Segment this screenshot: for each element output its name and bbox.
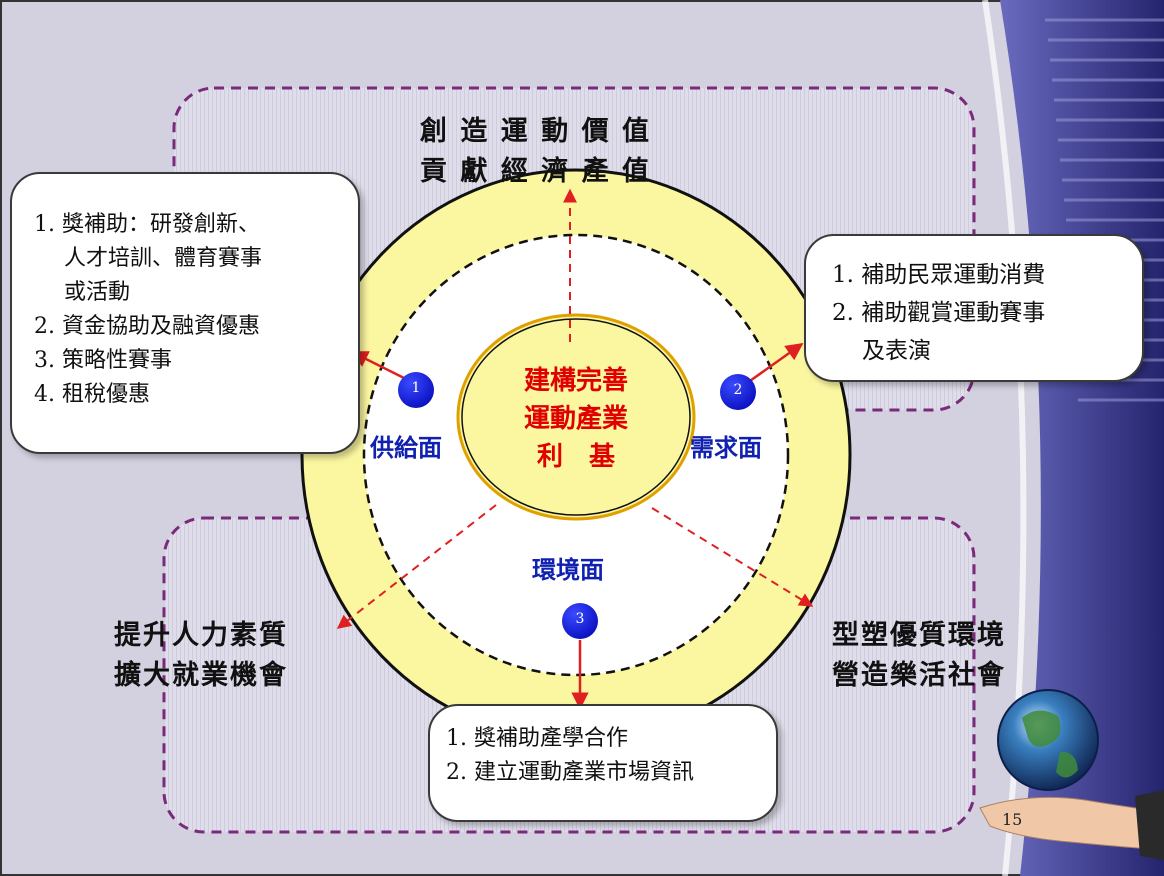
left-heading: 提升人力素質 擴大就業機會 bbox=[114, 616, 288, 696]
supply-item-1: 1. 獎補助：研發創新、 bbox=[34, 212, 260, 237]
supply-item-1-cont-2: 或活動 bbox=[64, 280, 131, 305]
decorative-band bbox=[982, 0, 1164, 876]
arrow-lower-right-dashed bbox=[651, 507, 814, 607]
environment-facet-label: 環境面 bbox=[532, 555, 604, 584]
center-title-line-2: 運動產業 bbox=[523, 404, 628, 434]
marker-1-number: 1 bbox=[411, 380, 421, 396]
arrow-supply bbox=[350, 350, 413, 384]
marker-2-number: 2 bbox=[733, 382, 743, 398]
demand-item-1: 1. 補助民眾運動消費 bbox=[832, 262, 1046, 288]
center-title-line-1: 建構完善 bbox=[523, 366, 628, 396]
right-heading-line-1: 型塑優質環境 bbox=[832, 620, 1006, 651]
right-heading-line-2: 營造樂活社會 bbox=[832, 660, 1006, 691]
demand-item-2: 2. 補助觀賞運動賽事 bbox=[832, 300, 1046, 326]
center-circle-inner-border bbox=[461, 318, 691, 516]
top-heading-line-2: 貢 獻 經 濟 產 值 bbox=[420, 156, 651, 187]
center-circle bbox=[456, 313, 696, 521]
supply-item-4: 4. 租稅優惠 bbox=[34, 382, 150, 407]
demand-callout: 1. 補助民眾運動消費 2. 補助觀賞運動賽事 及表演 bbox=[804, 234, 1144, 382]
supply-item-2: 2. 資金協助及融資優惠 bbox=[34, 314, 260, 339]
center-title: 建構完善 運動產業 利 基 bbox=[486, 362, 666, 476]
right-heading: 型塑優質環境 營造樂活社會 bbox=[832, 616, 1006, 696]
demand-facet-label: 需求面 bbox=[690, 433, 762, 462]
demand-item-2-cont: 及表演 bbox=[862, 338, 931, 364]
supply-item-1-cont: 人才培訓、體育賽事 bbox=[64, 246, 263, 271]
environment-item-2: 2. 建立運動產業市場資訊 bbox=[446, 760, 694, 785]
center-title-line-3: 利 基 bbox=[536, 442, 615, 472]
globe-hand-decoration bbox=[979, 689, 1164, 860]
arrow-lower-left-dashed bbox=[336, 504, 497, 629]
page-number: 15 bbox=[1002, 810, 1023, 829]
left-heading-line-2: 擴大就業機會 bbox=[114, 660, 288, 691]
environment-item-1: 1. 獎補助產學合作 bbox=[446, 726, 628, 751]
marker-3 bbox=[562, 603, 598, 639]
left-heading-line-1: 提升人力素質 bbox=[114, 620, 288, 651]
top-heading-line-1: 創 造 運 動 價 值 bbox=[420, 116, 651, 147]
marker-2 bbox=[720, 374, 756, 410]
supply-callout: 1. 獎補助：研發創新、 人才培訓、體育賽事 或活動 2. 資金協助及融資優惠 … bbox=[10, 172, 360, 454]
top-heading: 創 造 運 動 價 值 貢 獻 經 濟 產 值 bbox=[420, 112, 651, 192]
environment-callout: 1. 獎補助產學合作 2. 建立運動產業市場資訊 bbox=[428, 704, 778, 822]
marker-1 bbox=[398, 372, 434, 408]
supply-item-3: 3. 策略性賽事 bbox=[34, 348, 172, 373]
marker-3-number: 3 bbox=[575, 611, 585, 627]
supply-facet-label: 供給面 bbox=[370, 433, 442, 462]
